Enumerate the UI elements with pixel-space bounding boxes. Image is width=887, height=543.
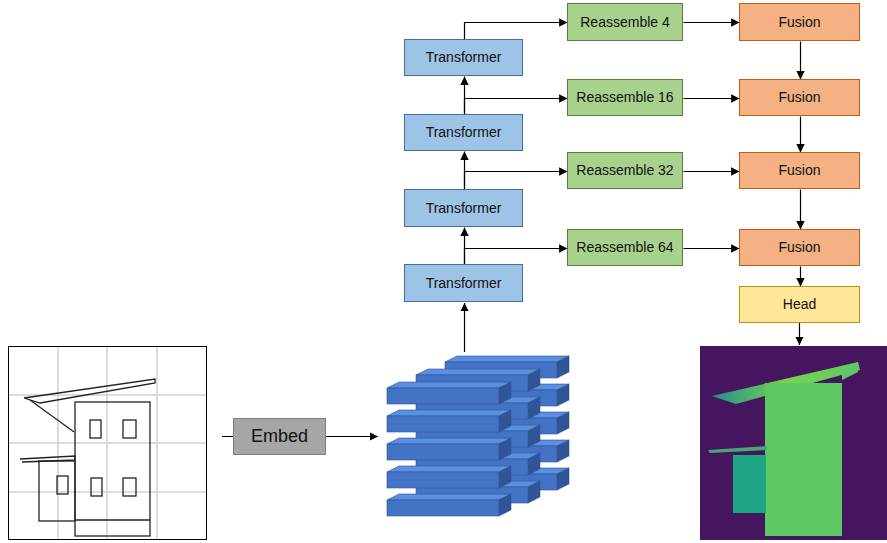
illustration-shape: [528, 453, 540, 475]
node-label: Embed: [251, 426, 308, 447]
node-label: Transformer: [426, 200, 502, 216]
illustration-shape: [708, 446, 767, 453]
transformer-box: Transformer: [404, 39, 523, 76]
illustration-shape: [387, 382, 511, 388]
illustration-shape: [387, 500, 499, 516]
reassemble-box: Reassemble 32: [567, 152, 683, 189]
illustration-shape: [123, 420, 136, 438]
node-label: Reassemble 64: [576, 239, 673, 255]
illustration-shape: [528, 397, 540, 419]
illustration-shape: [445, 356, 569, 362]
illustration-shape: [557, 468, 569, 490]
illustration-shape: [765, 383, 842, 536]
illustration-shape: [499, 382, 511, 404]
house-sketch: [20, 379, 155, 536]
transformer-box: Transformer: [404, 189, 523, 227]
illustration-shape: [557, 440, 569, 462]
depth-map: [700, 346, 887, 540]
illustration-shape: [30, 400, 74, 432]
illustration-shape: [387, 438, 511, 444]
node-label: Reassemble 32: [576, 162, 673, 178]
embed-box: Embed: [233, 418, 326, 455]
arrow-connector: [800, 42, 801, 80]
illustration-shape: [700, 346, 887, 540]
arrow-connector: [465, 99, 568, 115]
illustration-shape: [387, 438, 511, 460]
illustration-shape: [557, 412, 569, 434]
arrow-connector: [800, 117, 801, 153]
node-label: Fusion: [778, 162, 820, 178]
input-image: [9, 347, 207, 540]
node-label: Fusion: [778, 14, 820, 30]
reassemble-box: Reassemble 4: [567, 3, 683, 41]
illustration-shape: [387, 410, 511, 432]
head-box: Head: [739, 286, 860, 323]
illustration-shape: [123, 478, 136, 496]
illustration-shape: [387, 382, 511, 404]
token-stack: [387, 356, 569, 516]
illustration-shape: [91, 478, 102, 496]
head-arrow: [799, 323, 800, 345]
illustration-shape: [528, 481, 540, 503]
illustration-shape: [75, 519, 150, 520]
illustration-shape: [39, 461, 75, 521]
patch-grid: [9, 347, 206, 539]
illustration-shape: [387, 466, 511, 488]
arrow-connector: [465, 249, 568, 265]
illustration-shape: [557, 356, 569, 378]
illustration-shape: [387, 494, 511, 500]
arrow-connector: [684, 98, 740, 99]
fusion-box: Fusion: [739, 152, 860, 189]
illustration-shape: [387, 416, 499, 432]
fusion-box: Fusion: [739, 79, 860, 116]
transformer-box: Transformer: [404, 264, 523, 302]
reassemble-box: Reassemble 64: [567, 229, 683, 266]
token-arrow: [464, 303, 465, 352]
illustration-shape: [387, 410, 511, 416]
node-label: Transformer: [426, 124, 502, 140]
arrow-connector: [465, 23, 568, 40]
node-label: Fusion: [778, 239, 820, 255]
arrow-connector: [684, 171, 740, 172]
node-label: Reassemble 16: [576, 89, 673, 105]
illustration-shape: [387, 388, 499, 404]
fusion-box: Fusion: [739, 229, 860, 266]
illustration-shape: [528, 369, 540, 391]
illustration-shape: [416, 369, 540, 375]
illustration-shape: [387, 444, 499, 460]
illustration-shape: [24, 379, 155, 403]
node-label: Head: [783, 296, 816, 312]
node-label: Reassemble 4: [580, 14, 670, 30]
illustration-shape: [499, 494, 511, 516]
node-label: Fusion: [778, 89, 820, 105]
node-label: Transformer: [426, 275, 502, 291]
input-line: [222, 436, 233, 437]
arrow-connector: [465, 172, 568, 190]
illustration-shape: [9, 347, 207, 540]
node-label: Transformer: [426, 49, 502, 65]
illustration-shape: [387, 466, 511, 472]
transformer-box: Transformer: [404, 114, 523, 151]
illustration-shape: [387, 472, 499, 488]
illustration-shape: [387, 494, 511, 516]
illustration-shape: [842, 362, 858, 380]
arrow-connector: [684, 248, 740, 249]
fusion-box: Fusion: [739, 3, 860, 41]
arrow-connector: [800, 267, 801, 287]
illustration-shape: [499, 438, 511, 460]
illustration-shape: [733, 455, 766, 513]
illustration-shape: [499, 466, 511, 488]
illustration-shape: [528, 425, 540, 447]
arrow-connector: [684, 22, 740, 23]
illustration-shape: [557, 384, 569, 406]
illustration-shape: [9, 442, 206, 444]
illustration-shape: [90, 420, 101, 438]
illustration-shape: [57, 476, 68, 494]
embed-arrow: [326, 436, 378, 437]
illustration-shape: [499, 410, 511, 432]
reassemble-box: Reassemble 16: [567, 79, 683, 116]
illustration-shape: [75, 402, 150, 536]
arrow-connector: [800, 190, 801, 230]
